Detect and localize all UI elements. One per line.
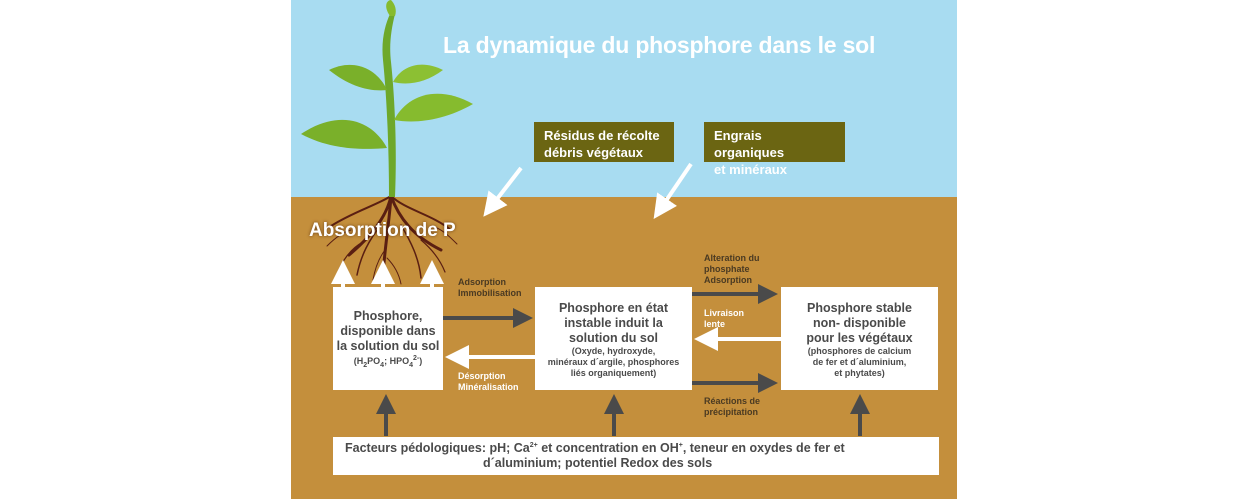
residues-line-2: débris végétaux bbox=[544, 145, 643, 160]
residues-arrow bbox=[483, 166, 523, 217]
fertilizers-label-box: Engrais organiques et minéraux bbox=[704, 122, 845, 177]
stable-phosphorus-box: Phosphore stable non- disponible pour le… bbox=[781, 287, 938, 390]
sky-area bbox=[291, 0, 957, 197]
unstable-line-3: solution du sol bbox=[569, 331, 658, 345]
residues-line-1: Résidus de récolte bbox=[544, 128, 660, 143]
unstable-line-1: Phosphore en état bbox=[558, 301, 669, 315]
fertilizers-line-1: Engrais organiques bbox=[714, 128, 785, 160]
soil-factors-box: Facteurs pédologiques: pH; Ca2+ et conce… bbox=[333, 437, 939, 475]
desorption-label: Désorption Minéralisation bbox=[458, 371, 519, 392]
stable-sub-3: et phytates) bbox=[834, 368, 885, 378]
diagram-artwork bbox=[301, 0, 870, 436]
residues-label-box: Résidus de récolte débris végétaux bbox=[534, 122, 674, 162]
absorption-label: Absorption de P bbox=[309, 220, 456, 241]
available-phosphorus-box: Phosphore, disponible dans la solution d… bbox=[333, 287, 443, 390]
fertilizers-arrow bbox=[653, 162, 693, 219]
plant-icon bbox=[301, 0, 473, 197]
stable-sub-1: (phosphores de calcium bbox=[807, 346, 912, 356]
adsorption-label: Adsorption Immobilisation bbox=[458, 277, 522, 298]
unstable-sub-1: (Oxyde, hydroxyde, bbox=[571, 346, 656, 356]
soil-factors-line-1: Facteurs pédologiques: pH; Ca2+ et conce… bbox=[345, 441, 845, 455]
soil-factors-line-2: d´aluminium; potentiel Redox des sols bbox=[483, 456, 713, 470]
fertilizers-line-2: et minéraux bbox=[714, 162, 787, 177]
available-line-3: la solution du sol bbox=[336, 339, 440, 353]
diagram-scene: La dynamique du phosphore dans le sol Ré… bbox=[291, 0, 957, 499]
unstable-sub-2: minéraux d´argile, phosphores bbox=[547, 357, 680, 367]
delivery-label: Livraison lente bbox=[704, 308, 745, 329]
available-formula: (H2PO4; HPO42-) bbox=[353, 355, 423, 369]
stable-sub-2: de fer et d´aluminium, bbox=[812, 357, 907, 367]
available-line-1: Phosphore, bbox=[353, 309, 423, 323]
unstable-sub-3: liés organiquement) bbox=[570, 368, 657, 378]
unstable-phosphorus-box: Phosphore en état instable induit la sol… bbox=[535, 287, 692, 390]
stable-line-2: non- disponible bbox=[812, 316, 907, 330]
stable-line-1: Phosphore stable bbox=[807, 301, 912, 315]
alteration-label: Alteration du phosphate Adsorption bbox=[704, 253, 760, 285]
precipitation-label: Réactions de précipitation bbox=[704, 396, 761, 417]
stable-line-3: pour les végétaux bbox=[806, 331, 913, 345]
unstable-line-2: instable induit la bbox=[564, 316, 663, 330]
available-line-2: disponible dans bbox=[340, 324, 436, 338]
diagram-title: La dynamique du phosphore dans le sol bbox=[443, 32, 876, 58]
